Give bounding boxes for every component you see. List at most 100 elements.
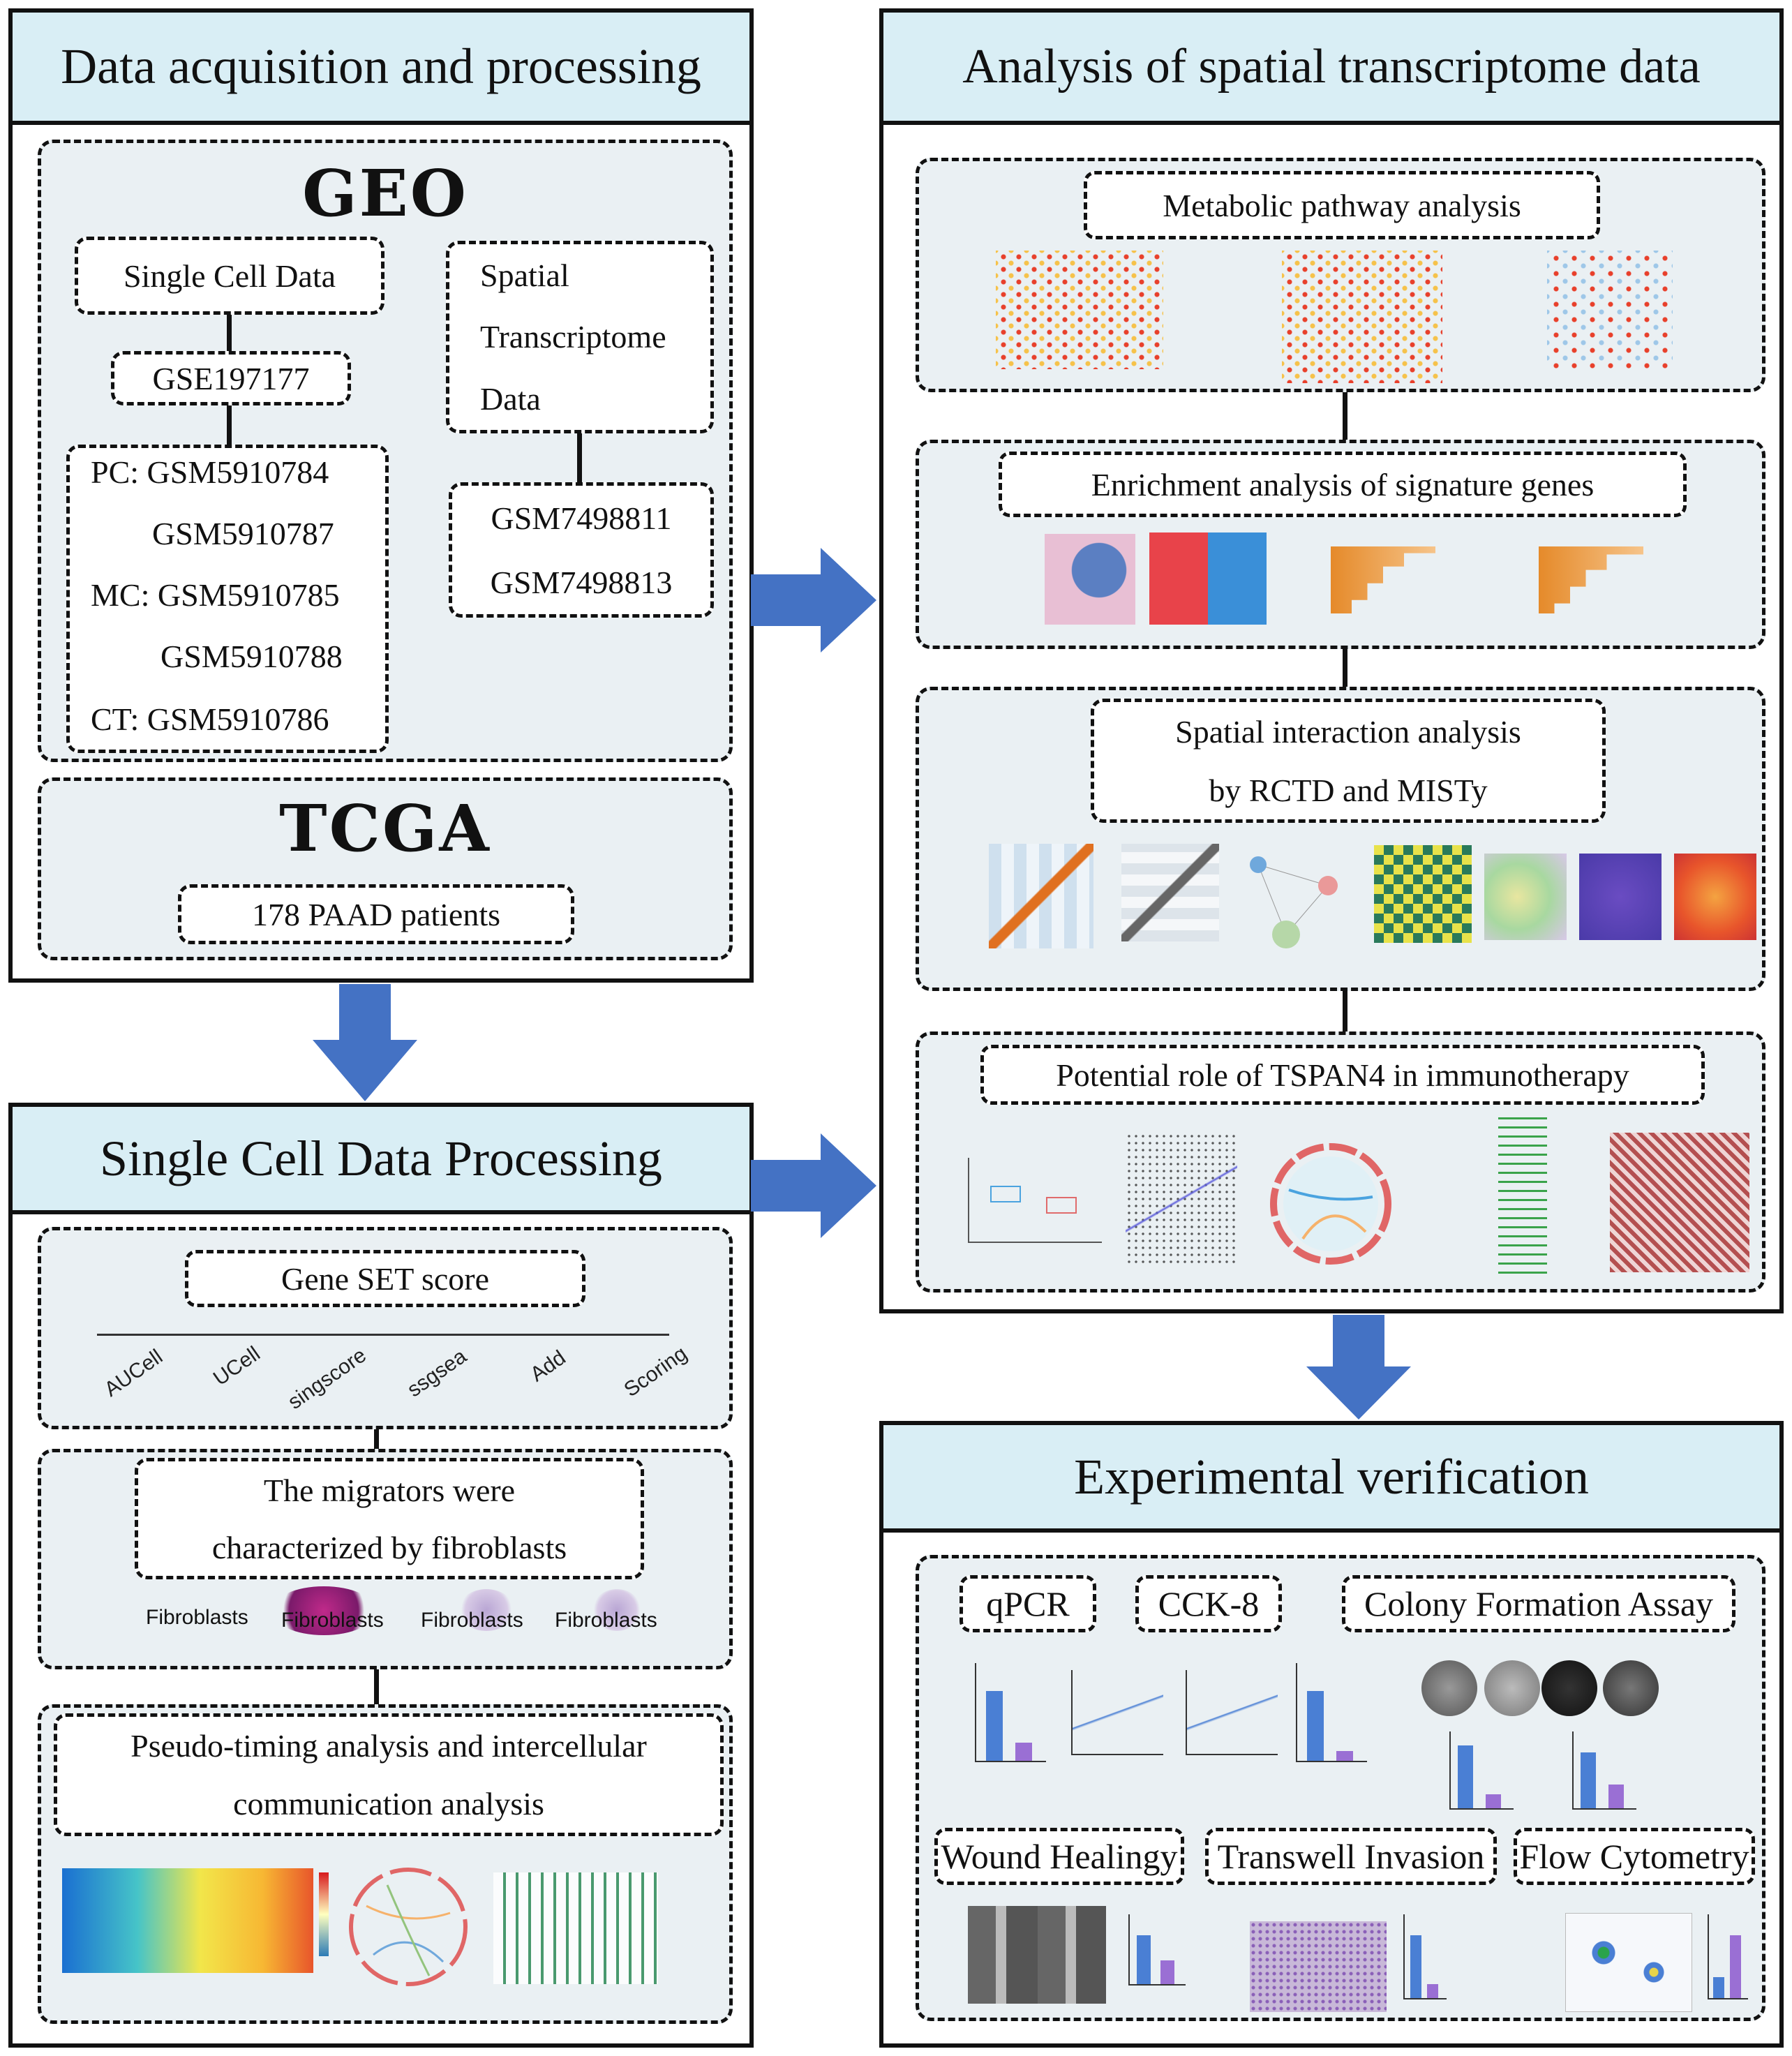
bar-chart-thumbnail (1403, 1914, 1447, 1999)
dotplot-thumbnail (1282, 251, 1442, 383)
pseudo-line-1: Pseudo-timing analysis and intercellular (130, 1728, 647, 1764)
sample-pc-1: PC: GSM5910784 (91, 454, 329, 490)
umap-label: Fibroblasts (421, 1609, 523, 1632)
sample-ct-1: CT: GSM5910786 (91, 701, 329, 737)
assay-flow: Flow Cytometry (1514, 1828, 1755, 1885)
connector-line (1343, 991, 1347, 1041)
migrators-label: The migrators were characterized by fibr… (135, 1458, 644, 1579)
correlation-matrix (1610, 1133, 1749, 1272)
assay-wound: Wound Healingy (934, 1828, 1184, 1885)
assay-qpcr: qPCR (960, 1575, 1096, 1632)
umap-blob (458, 1589, 514, 1631)
heatmap-legend (319, 1872, 329, 1956)
pseudotime-heatmap (62, 1868, 313, 1973)
sample-list-box: PC: GSM5910784 GSM5910787 MC: GSM5910785… (66, 445, 389, 753)
lollipop-chart (1498, 1116, 1547, 1281)
single-cell-panel: Single Cell Data Processing Gene SET sco… (8, 1103, 754, 2048)
bar-chart-thumbnail (975, 1663, 1046, 1762)
bar-chart-thumbnail (1572, 1731, 1636, 1810)
gse-box: GSE197177 (111, 351, 351, 405)
wound-image (968, 1906, 1106, 2004)
down-arrow-icon (313, 984, 417, 1101)
colony-dish (1541, 1660, 1597, 1716)
tspan4-label: Potential role of TSPAN4 in immunotherap… (980, 1045, 1705, 1105)
pseudo-timing-box: Pseudo-timing analysis and intercellular… (38, 1704, 733, 2024)
line-chart-thumbnail (1071, 1670, 1163, 1755)
bar-chart-thumbnail (1708, 1914, 1748, 1999)
connector-line (227, 405, 232, 445)
spatial-data-box: Spatial Transcriptome Data (446, 241, 714, 433)
method-label: Scoring (620, 1341, 692, 1402)
metabolic-box: Metabolic pathway analysis (916, 158, 1765, 392)
colony-dish (1421, 1660, 1477, 1716)
spatial-line-2: Transcriptome (480, 319, 666, 355)
correlation-heatmap (989, 844, 1093, 948)
dotplot-thumbnail (996, 251, 1163, 369)
experiment-box: qPCR CCK-8 Colony Formation Assay Wound … (916, 1555, 1765, 2021)
right-arrow-icon (751, 548, 876, 653)
connector-line (577, 433, 582, 482)
migrators-box: The migrators were characterized by fibr… (38, 1449, 733, 1669)
spatial-interaction-line-2: by RCTD and MISTy (1209, 772, 1488, 808)
method-label: AUCell (100, 1345, 167, 1401)
chord-diagram (1270, 1143, 1391, 1265)
bar-chart-thumbnail (1128, 1914, 1186, 1986)
enrichment-label: Enrichment analysis of signature genes (999, 452, 1687, 517)
connector-line (1343, 649, 1347, 687)
spatial-interaction-box: Spatial interaction analysis by RCTD and… (916, 687, 1765, 991)
bar-chart-thumbnail (1449, 1731, 1514, 1810)
scatter-thumbnail (1126, 1133, 1237, 1265)
sample-mc-1: MC: GSM5910785 (91, 577, 340, 613)
correlation-heatmap (1121, 844, 1219, 941)
method-label: UCell (209, 1342, 264, 1391)
panel-title: Single Cell Data Processing (13, 1107, 749, 1214)
down-arrow-icon (1306, 1315, 1411, 1420)
data-acquisition-panel: Data acquisition and processing GEO Sing… (8, 8, 754, 983)
bar-chart-thumbnail (1296, 1663, 1367, 1762)
connector-line (374, 1429, 379, 1449)
spatial-sample-2: GSM7498813 (490, 564, 673, 600)
pseudo-label: Pseudo-timing analysis and intercellular… (54, 1713, 724, 1836)
migrators-line-2: characterized by fibroblasts (211, 1529, 567, 1565)
spatial-line-1: Spatial (480, 257, 569, 293)
flow-cytometry-plot (1565, 1913, 1692, 2012)
spatial-interaction-label: Spatial interaction analysis by RCTD and… (1091, 699, 1606, 823)
method-axis-line (97, 1334, 669, 1336)
sample-pc-2: GSM5910787 (152, 516, 334, 551)
tissue-image (1045, 534, 1135, 625)
assay-transwell: Transwell Invasion (1205, 1828, 1497, 1885)
spatial-interaction-line-1: Spatial interaction analysis (1175, 713, 1521, 750)
gene-set-label: Gene SET score (185, 1250, 585, 1307)
dotplot-thumbnail (1547, 251, 1673, 369)
method-label: ssgsea (403, 1344, 471, 1402)
tcga-patients-box: 178 PAAD patients (178, 884, 574, 944)
sample-mc-2: GSM5910788 (160, 639, 343, 674)
gene-set-box: Gene SET score AUCell UCell singscore ss… (38, 1227, 733, 1429)
network-graph (1250, 856, 1338, 948)
tcga-box: TCGA 178 PAAD patients (38, 777, 733, 960)
connector-line (374, 1669, 379, 1704)
chord-diagram (349, 1868, 468, 1986)
panel-title: Analysis of spatial transcriptome data (883, 13, 1779, 125)
assay-cck8: CCK-8 (1135, 1575, 1282, 1632)
tspan4-box: Potential role of TSPAN4 in immunotherap… (916, 1031, 1765, 1293)
panel-title: Data acquisition and processing (13, 13, 749, 125)
matrix-heatmap (1374, 845, 1472, 943)
spatial-map (1674, 854, 1756, 940)
enrichment-bar-chart (1539, 546, 1643, 613)
geo-box: GEO Single Cell Data GSE197177 PC: GSM59… (38, 140, 733, 762)
assay-colony: Colony Formation Assay (1342, 1575, 1735, 1632)
diverging-bar-chart (1149, 532, 1267, 625)
single-cell-data-box: Single Cell Data (75, 237, 384, 315)
enrichment-bar-chart (1331, 546, 1435, 613)
colony-dish (1484, 1660, 1540, 1716)
connector-line (1343, 392, 1347, 449)
experimental-panel: Experimental verification qPCR CCK-8 Col… (879, 1421, 1784, 2048)
spatial-sample-1: GSM7498811 (491, 500, 672, 536)
umap-label: Fibroblasts (281, 1609, 384, 1632)
geo-heading: GEO (302, 156, 468, 231)
method-label: singscore (283, 1343, 371, 1414)
migrators-line-1: The migrators were (263, 1472, 516, 1508)
spatial-samples-box: GSM7498811 GSM7498813 (449, 482, 714, 618)
spatial-map (1579, 854, 1662, 940)
